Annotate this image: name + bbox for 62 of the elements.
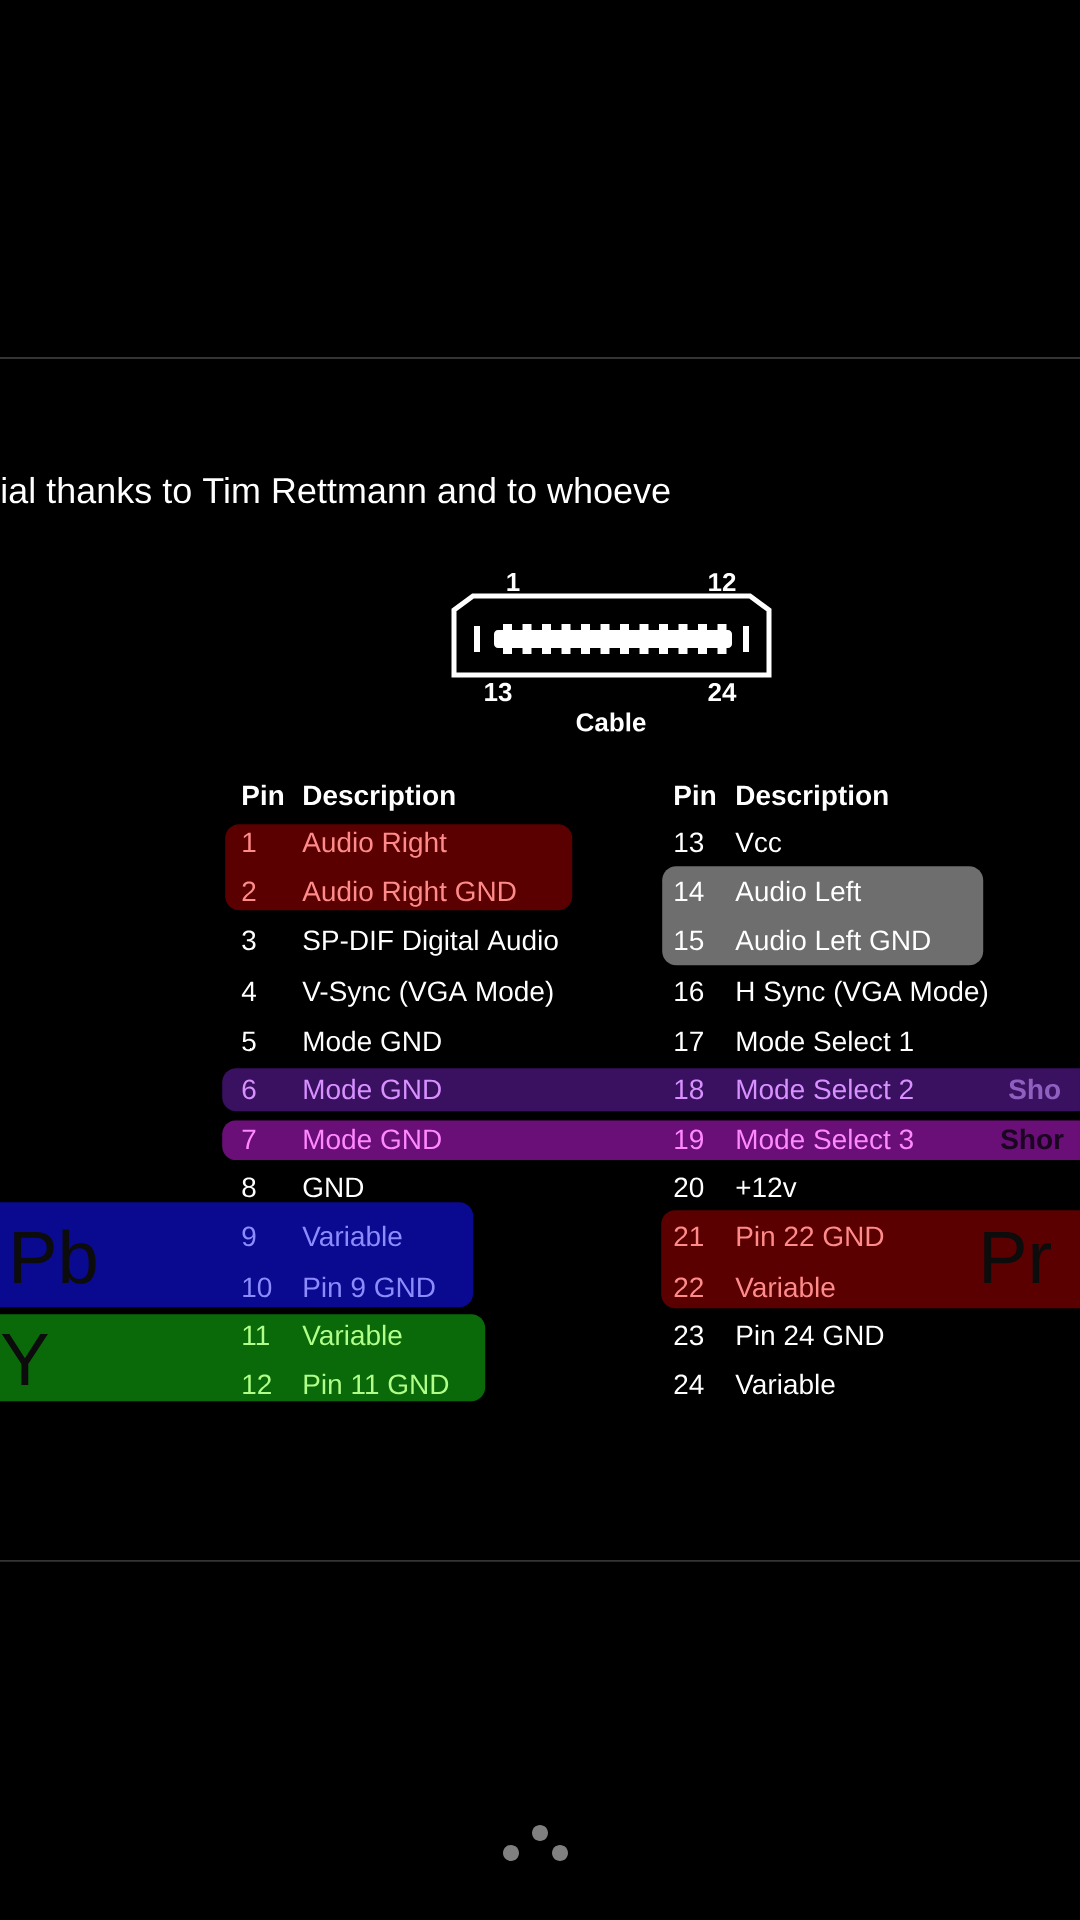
faded-text: Sho — [1009, 1078, 1060, 1100]
pin-description: Mode Select 1 — [737, 1030, 913, 1052]
pin-description: Variable — [302, 1225, 402, 1247]
pin-number: 1 — [507, 573, 520, 591]
pin-number: 6 — [242, 1079, 256, 1100]
highlight-band — [222, 1068, 1080, 1112]
pin-description: Audio Right GND — [302, 880, 516, 907]
highlight-band — [0, 1314, 486, 1402]
pin-number: 11 — [243, 1325, 269, 1345]
pin-description: Audio Left GND — [735, 929, 930, 951]
pin-description: Audio Right — [302, 831, 447, 858]
pin-number: 24 — [708, 682, 737, 702]
pin-description: Mode Select 2 — [737, 1078, 913, 1100]
pin-description: +12v — [736, 1177, 797, 1197]
pin-description: H Sync (VGA Mode) — [737, 980, 988, 1007]
highlight-band — [222, 1120, 1080, 1161]
connector-caption: Cable — [576, 712, 646, 732]
pin-number: 17 — [675, 1031, 703, 1051]
signal-letters: Y — [1, 1334, 48, 1385]
pin-number: 2 — [242, 881, 256, 901]
pin-number: 14 — [675, 881, 704, 901]
column-header: Description — [737, 784, 888, 811]
faded-text: Shor — [1001, 1128, 1064, 1150]
pin-number: 8 — [242, 1177, 256, 1198]
pin-description: Mode Select 3 — [737, 1128, 913, 1150]
pin-number: 10 — [243, 1277, 272, 1298]
signal-letters: Pb — [14, 1229, 96, 1284]
pin-number: 18 — [675, 1079, 704, 1100]
highlight-band — [661, 1210, 1080, 1309]
pin-description: Pin 9 GND — [304, 1276, 435, 1298]
highlight-band — [662, 866, 984, 966]
pin-number: 7 — [242, 1129, 256, 1149]
pin-description: Mode GND — [304, 1030, 441, 1052]
pin-description: Variable — [735, 1373, 835, 1395]
pin-description: Variable — [735, 1276, 835, 1298]
credit-text: ial thanks to Tim Rettmann and to whoeve — [2, 476, 670, 504]
pin-number: 1 — [243, 832, 256, 852]
pin-number: 15 — [675, 930, 704, 951]
signal-letters: Pr — [984, 1232, 1051, 1283]
pin-number: 13 — [485, 682, 512, 702]
pin-number: 20 — [674, 1177, 704, 1198]
pin-number: 5 — [242, 1031, 256, 1052]
pin-number: 4 — [241, 981, 256, 1001]
pin-description: V-Sync (VGA Mode) — [302, 980, 553, 1007]
pin-number: 24 — [674, 1374, 704, 1394]
column-header: Pin — [675, 784, 716, 805]
pin-description: Mode GND — [304, 1078, 441, 1100]
pin-description: Pin 11 GND — [304, 1373, 449, 1395]
pin-description: Audio Left — [735, 880, 862, 902]
highlight-band — [0, 1202, 474, 1308]
pin-description: Pin 22 GND — [737, 1225, 884, 1247]
pin-description: Mode GND — [304, 1128, 441, 1150]
pin-number: 16 — [675, 981, 704, 1002]
pin-number: 12 — [709, 572, 736, 592]
pin-number: 19 — [675, 1129, 703, 1150]
pin-number: 22 — [674, 1277, 703, 1297]
pin-number: 9 — [242, 1226, 256, 1247]
pin-description: GND — [303, 1177, 364, 1198]
highlight-band — [225, 824, 573, 911]
pin-number: 12 — [243, 1374, 271, 1394]
pin-description: Variable — [302, 1324, 402, 1346]
pin-number: 21 — [674, 1226, 703, 1246]
